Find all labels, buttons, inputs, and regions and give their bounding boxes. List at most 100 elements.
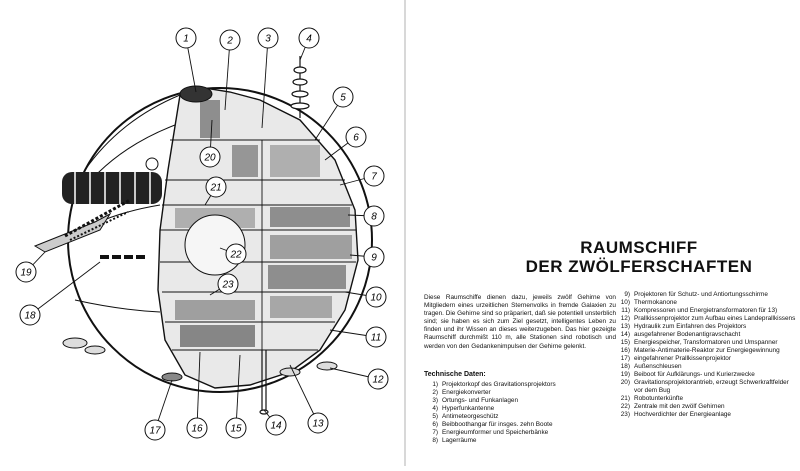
legend-item-number: 16) [620,347,630,354]
legend-item-number: 5) [432,413,438,420]
legend-item-number: 15) [620,339,630,346]
page-gutter [404,0,406,466]
legend-item-text: Beiboot für Aufklärungs- und Kurierzweck… [634,371,755,378]
legend-item-text: Hyperfunkantenne [442,405,495,412]
callout-number: 13 [312,419,324,430]
callout-circle [19,304,41,326]
legend-item-text: Antimeteorgeschütz [442,413,499,420]
legend-item-number: 23) [620,411,630,418]
legend-list-right: 9)Projektoren für Schutz- und Antiortung… [616,291,796,419]
legend-item: 1)Projektorkopf des Gravitationsprojekto… [424,381,624,389]
intro-paragraph: Diese Raumschiffe dienen dazu, jeweils z… [424,294,616,350]
callout-number: 16 [191,424,203,435]
callout-leader-line [196,351,201,429]
legend-item: 15) Energiespeicher, Transformatoren und … [616,339,796,347]
callout-circle [217,273,239,295]
legend-item-text: Zentrale mit den zwölf Gehirnen [634,403,725,410]
legend-item: 19) Beiboot für Aufklärungs- und Kurierzw… [616,371,796,379]
callout-circle [363,205,385,227]
hull-band [84,94,181,171]
callout-number: 8 [371,212,377,223]
legend-item: 22)Zentrale mit den zwölf Gehirnen [616,403,796,411]
legend-item-number: 10) [620,299,630,306]
legend-item-number: 17) [620,355,630,362]
legend-item-text: ausgefahrener Bodenantigravschacht [634,331,741,338]
legend-item: 3)Ortungs- und Funkanlagen [424,397,624,405]
callout-circle [363,165,385,187]
callout-circle [186,417,208,439]
callout-number: 11 [371,333,381,344]
legend-item-text: Robotunterkünfte [634,395,684,402]
callout-circle [363,246,385,268]
legend-item-number: 20) [620,379,630,386]
legend-item-number: 12) [620,315,630,322]
legend-item-text: Materie-Antimaterie-Reaktor zur Energieg… [634,347,780,354]
callout-number: 12 [372,375,384,386]
callout-circle [219,29,241,51]
legend-item-number: 9) [624,291,630,298]
callout-circle [367,368,389,390]
legend-item-number: 19) [620,371,630,378]
legend-item: 23)Hochverdichter der Energieanlage [616,411,796,419]
callout-number: 5 [340,93,346,104]
deck-lines [160,139,356,380]
legend-item-number: 18) [620,363,630,370]
callout-circle [365,326,387,348]
legend-item-text: Energiespeicher, Transformatoren und Ums… [634,339,778,346]
callout-number: 20 [203,153,216,164]
legend-item-text: Thermokanone [634,299,677,306]
legend-item-number: 7) [432,429,438,436]
legend-item: 18) Außenschleusen [616,363,796,371]
legend-item-number: 21) [620,395,630,402]
legend-item-number: 1) [432,381,438,388]
callout-circle [298,27,320,49]
callout-number: 19 [20,268,32,279]
callout-circle [345,126,367,148]
legend-item-text: Außenschleusen [634,363,682,370]
callout-circle [332,86,354,108]
callout-number: 7 [371,172,377,183]
callout-number: 14 [270,421,282,432]
legend-item: 4)Hyperfunkantenne [424,405,624,413]
callout-circle [257,27,279,49]
callout-circle [225,243,247,265]
hull-bump [145,157,159,171]
legend-item: 7)Energieumformer und Speicherbänke [424,429,624,437]
callout-number: 4 [306,34,312,45]
legend-item: 17)eingefahrener Prallkissenprojektor [616,355,796,363]
legend-item-text: Kompressoren und Energietransformatoren … [634,307,778,314]
legend-item: 9)Projektoren für Schutz- und Antiortung… [616,291,796,299]
callout-number: 9 [371,253,377,264]
legend-item: 12) Prallkissenprojektor zum Aufbau eines… [616,315,796,323]
legend-item: 5) Antimeteorgeschütz [424,413,624,421]
legend-item-number: 6) [432,421,438,428]
legend-item-number: 11) [621,307,630,314]
legend-item: 14) ausgefahrener Bodenantigravschacht [616,331,796,339]
legend-item-text: Prallkissenprojektor zum Aufbau eines La… [634,315,796,322]
legend-item: 13)Hydraulik zum Einfahren des Projektor… [616,323,796,331]
legend-item-number: 3) [432,397,438,404]
legend-item-number: 14) [620,331,630,338]
legend-list-left: 1)Projektorkopf des Gravitationsprojekto… [424,381,624,445]
legend-item-number: 13) [620,323,630,330]
legend-item-text: Energiekonverter [442,389,491,396]
antigrav-shaft [259,350,269,415]
callout-circle [199,146,221,168]
callout-leader-line [235,354,241,429]
page-title-line-1: RAUMSCHIFF [580,238,698,257]
page-title-line-2: DER ZWÖLFERSCHAFTEN [525,257,753,276]
legend-item: 6)Beibboothangar für insges. zehn Boote [424,421,624,429]
callout-number: 1 [183,34,189,45]
legend-item-number: 8) [432,437,438,444]
callout-number: 21 [209,183,221,194]
hull-band [74,299,161,313]
callout-circle [144,419,166,441]
callout-circle [15,261,37,283]
callout-number: 6 [353,133,359,144]
callout-number: 15 [230,424,242,435]
legend-item: 11) Kompressoren und Energietransformator… [616,307,796,315]
legend-item: 2)Energiekonverter [424,389,624,397]
